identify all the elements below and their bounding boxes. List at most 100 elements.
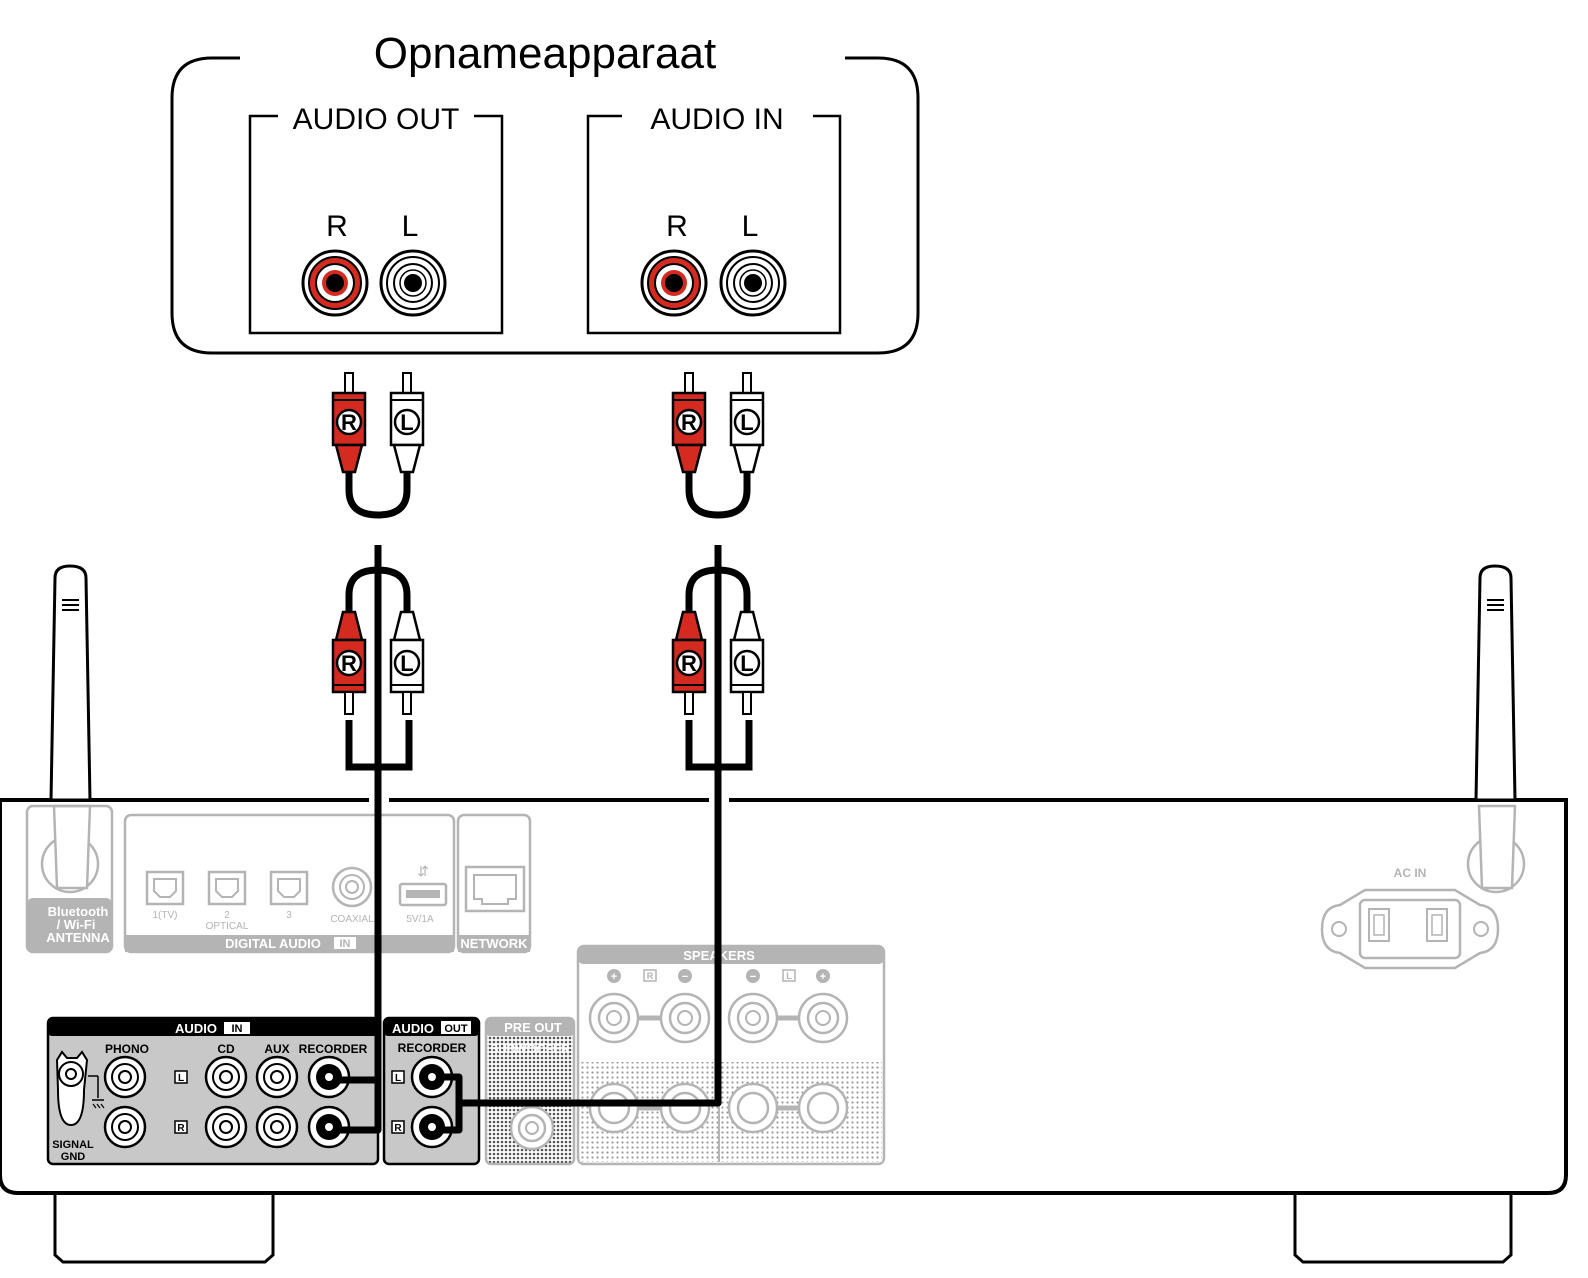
network-label: NETWORK bbox=[460, 936, 528, 951]
ac-in-panel: AC IN bbox=[1320, 866, 1500, 970]
optical-3-label: 3 bbox=[286, 910, 292, 921]
usb-rating: 5V/1A bbox=[406, 914, 434, 925]
digital-in-badge: IN bbox=[340, 938, 351, 950]
device-audio-in-label: AUDIO IN bbox=[650, 103, 783, 136]
optical-word: OPTICAL bbox=[206, 921, 249, 932]
coaxial-jack[interactable] bbox=[331, 866, 373, 908]
phono-l-jack[interactable] bbox=[103, 1055, 147, 1099]
device-out-l-jack[interactable] bbox=[379, 249, 447, 317]
network-panel: NETWORK bbox=[456, 813, 532, 954]
subwoofer-label: SUBWOOFER bbox=[490, 1042, 570, 1056]
speakers-panel: SPEAKERS + R − − L + bbox=[576, 944, 886, 1166]
signal-gnd-label-1: SIGNAL bbox=[52, 1139, 94, 1151]
cable-recorder-in bbox=[335, 470, 413, 1134]
recorder-out-label: RECORDER bbox=[398, 1041, 467, 1055]
antenna-right bbox=[1466, 564, 1526, 894]
subwoofer-jack[interactable] bbox=[509, 1105, 555, 1151]
phono-label: PHONO bbox=[105, 1042, 149, 1056]
amp-audio-in-header: AUDIO bbox=[175, 1021, 217, 1036]
digital-audio-panel: DIGITAL AUDIO IN 1(TV) 2 OPTICAL 3 bbox=[123, 813, 456, 954]
amp-audio-out-panel: AUDIO OUT RECORDER L R bbox=[382, 1016, 481, 1166]
optical-1-label: 1(TV) bbox=[153, 910, 178, 921]
svg-text:−: − bbox=[750, 971, 756, 983]
cd-l-jack[interactable] bbox=[204, 1055, 248, 1099]
network-port[interactable] bbox=[464, 865, 526, 913]
plug-c1-bottom-r[interactable]: R bbox=[331, 610, 367, 715]
plug-c2-bottom-l-mark: L bbox=[740, 651, 753, 676]
device-title: Opnameapparaat bbox=[374, 29, 716, 78]
recording-device: Opnameapparaat AUDIO OUT R L bbox=[170, 29, 920, 355]
recorder-in-r-jack[interactable] bbox=[307, 1105, 351, 1149]
svg-text:+: + bbox=[820, 971, 826, 983]
digital-audio-label: DIGITAL AUDIO bbox=[225, 936, 321, 951]
device-audio-in-panel: AUDIO IN R L bbox=[586, 103, 842, 335]
plug-c2-top-l[interactable]: L bbox=[729, 372, 765, 474]
device-audio-out-panel: AUDIO OUT R L bbox=[248, 103, 504, 335]
amp-audio-in-panel: AUDIO IN PHONO CD AUX RECORDER SIGNAL GN… bbox=[46, 1016, 380, 1166]
amp-audio-out-badge: OUT bbox=[444, 1023, 468, 1035]
device-out-l-label: L bbox=[402, 210, 419, 243]
signal-gnd-label-2: GND bbox=[61, 1151, 86, 1163]
antenna-terminal: Bluetooth / Wi-Fi ANTENNA bbox=[25, 804, 114, 954]
ac-in-label: AC IN bbox=[1394, 866, 1427, 880]
cd-r-jack[interactable] bbox=[204, 1105, 248, 1149]
coaxial-label: COAXIAL bbox=[330, 914, 374, 925]
aux-r-jack[interactable] bbox=[255, 1105, 299, 1149]
speaker-polarity-marks: + R − − L + bbox=[607, 969, 830, 983]
ac-in-socket[interactable] bbox=[1320, 888, 1500, 970]
speaker-r-mark: R bbox=[647, 971, 654, 981]
plug-c1-bottom-l-mark: L bbox=[400, 651, 413, 676]
antenna-label-2: / Wi-Fi bbox=[57, 917, 96, 932]
optical-3-jack[interactable] bbox=[269, 870, 309, 906]
plug-c1-top-l[interactable]: L bbox=[389, 372, 425, 474]
usb-port[interactable]: ⇵ bbox=[398, 863, 448, 907]
svg-text:+: + bbox=[611, 971, 617, 983]
device-out-r-jack[interactable] bbox=[301, 249, 369, 317]
recorder-in-l-jack[interactable] bbox=[307, 1055, 351, 1099]
plug-c2-top-r[interactable]: R bbox=[671, 372, 707, 474]
usb-icon: ⇵ bbox=[417, 863, 429, 879]
aux-l-jack[interactable] bbox=[255, 1055, 299, 1099]
plug-c1-bottom-l[interactable]: L bbox=[389, 610, 425, 715]
speaker-terminals-upper[interactable] bbox=[588, 992, 849, 1044]
plug-c2-bottom-l[interactable]: L bbox=[729, 610, 765, 715]
plug-c1-bottom-r-mark: R bbox=[341, 651, 357, 676]
cd-label: CD bbox=[217, 1042, 235, 1056]
amp-audio-in-badge: IN bbox=[232, 1023, 243, 1035]
aux-label: AUX bbox=[264, 1042, 289, 1056]
plug-c1-top-r-mark: R bbox=[341, 410, 357, 435]
antenna-left bbox=[40, 564, 100, 894]
pre-out-panel: PRE OUT SUBWOOFER bbox=[484, 1016, 576, 1166]
recorder-in-label: RECORDER bbox=[299, 1042, 368, 1056]
device-in-r-jack[interactable] bbox=[640, 249, 708, 317]
signal-gnd-terminal[interactable] bbox=[55, 1050, 105, 1127]
amplifier: Bluetooth / Wi-Fi ANTENNA DIGITAL AUDIO … bbox=[0, 564, 1568, 1264]
cable-recorder-out bbox=[436, 470, 753, 1134]
device-audio-out-label: AUDIO OUT bbox=[293, 103, 460, 136]
antenna-label-1: Bluetooth bbox=[48, 904, 109, 919]
optical-2-jack[interactable] bbox=[207, 870, 247, 906]
optical-1-jack[interactable] bbox=[145, 870, 185, 906]
antenna-label-3: ANTENNA bbox=[46, 930, 110, 945]
device-in-l-jack[interactable] bbox=[719, 249, 787, 317]
device-in-l-label: L bbox=[742, 210, 759, 243]
pre-out-label: PRE OUT bbox=[504, 1020, 562, 1035]
speaker-terminals-lower[interactable] bbox=[588, 1082, 849, 1134]
device-out-r-label: R bbox=[326, 210, 348, 243]
plug-c2-top-r-mark: R bbox=[681, 410, 697, 435]
amp-out-l-mark: L bbox=[395, 1073, 401, 1084]
plug-c2-bottom-r-mark: R bbox=[681, 651, 697, 676]
device-in-r-label: R bbox=[666, 210, 688, 243]
speaker-l-mark: L bbox=[786, 971, 792, 981]
amp-out-r-mark: R bbox=[394, 1123, 402, 1134]
plug-c2-top-l-mark: L bbox=[740, 410, 753, 435]
plug-c2-bottom-r[interactable]: R bbox=[671, 610, 707, 715]
amp-in-r-mark: R bbox=[177, 1123, 185, 1134]
optical-2-label: 2 bbox=[224, 910, 230, 921]
plug-c1-top-l-mark: L bbox=[400, 410, 413, 435]
phono-r-jack[interactable] bbox=[103, 1105, 147, 1149]
amp-audio-out-header: AUDIO bbox=[392, 1021, 434, 1036]
amp-in-l-mark: L bbox=[178, 1073, 184, 1084]
plug-c1-top-r[interactable]: R bbox=[331, 372, 367, 474]
